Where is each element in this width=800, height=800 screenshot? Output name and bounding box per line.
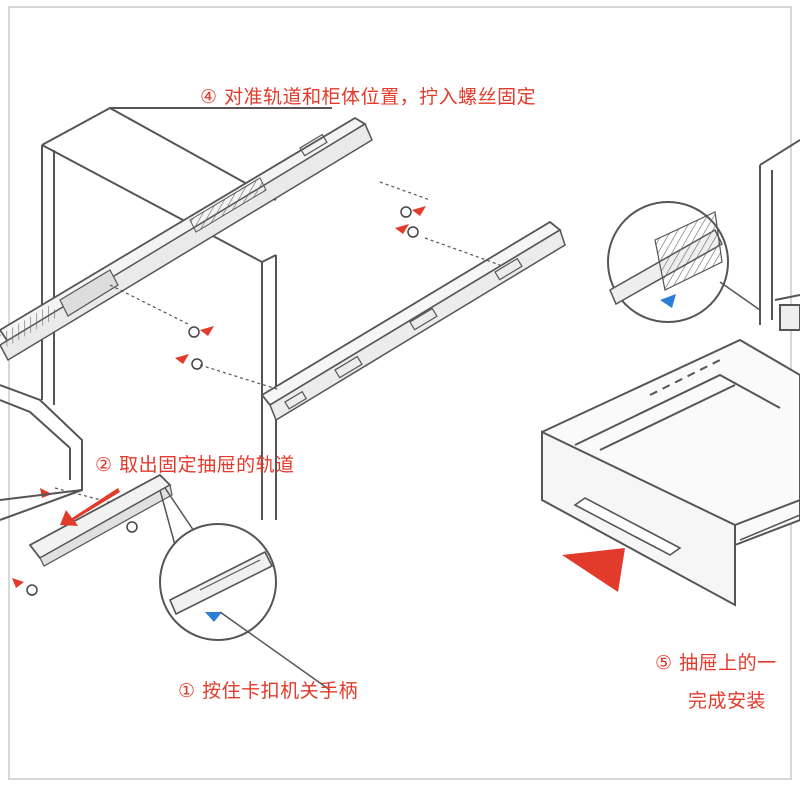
drawer xyxy=(541,338,800,607)
step-1-caption: ① 按住卡扣机关手柄 xyxy=(178,680,359,702)
left-drawer xyxy=(0,384,83,521)
step-5-caption-line1: ⑤ 抽屉上的一 xyxy=(655,652,777,674)
upper-rail xyxy=(0,116,373,362)
left-cabinet xyxy=(41,107,332,520)
step-5-caption-line2: 完成安装 xyxy=(688,690,767,712)
step-2-caption: ② 取出固定抽屉的轨道 xyxy=(95,454,295,476)
lower-rail xyxy=(260,220,566,422)
zoom-detail-rail xyxy=(607,201,761,323)
zoom-detail-clip xyxy=(159,523,331,691)
right-cabinet xyxy=(759,139,800,331)
drawer-rail xyxy=(28,473,201,567)
step-4-caption: ④ 对准轨道和柜体位置，拧入螺丝固定 xyxy=(200,86,537,108)
